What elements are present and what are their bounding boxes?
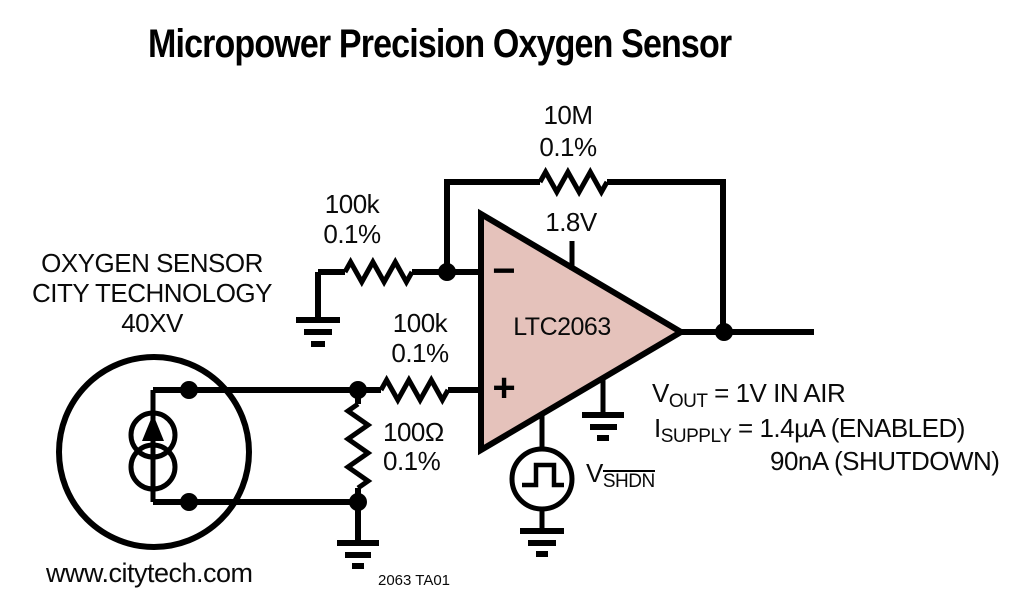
- isupply-annotation: ISUPPLY = 1.4µA (ENABLED): [654, 413, 965, 452]
- current-source-circle-top: [128, 410, 178, 460]
- website-label: www.citytech.com: [46, 558, 253, 588]
- shunt-resistor-zigzag: [343, 401, 373, 491]
- feedback-wire-right: [607, 179, 726, 332]
- figure-id: 2063 TA01: [378, 572, 451, 589]
- ground-symbol-inverting: [296, 317, 340, 347]
- isupply-prefix: I: [654, 413, 661, 443]
- resistor-tolerance: 0.1%: [383, 446, 441, 476]
- noninverting-resistor-zigzag: [378, 374, 451, 406]
- shunt-resistor-label: 100Ω 0.1%: [383, 418, 444, 476]
- resistor-tolerance: 0.1%: [539, 132, 597, 162]
- feedback-resistor-label: 10M 0.1%: [468, 99, 668, 163]
- isupply-shutdown-annotation: 90nA (SHUTDOWN): [770, 446, 1000, 476]
- junction-dot: [180, 493, 198, 511]
- vout-prefix: V: [652, 378, 669, 408]
- ground-symbol-opamp: [582, 412, 624, 441]
- junction-dot: [349, 381, 367, 399]
- inverting-resistor-label: 100k 0.1%: [272, 189, 432, 249]
- resistor-tolerance: 0.1%: [391, 338, 449, 368]
- resistor-value: 100k: [324, 189, 380, 219]
- pulse-waveform-icon: [522, 462, 564, 488]
- noninverting-resistor-label: 100k 0.1%: [340, 308, 500, 368]
- inverting-resistor-zigzag: [342, 256, 415, 288]
- shdn-label-subscript: SHDN: [602, 470, 655, 492]
- shdn-source-label: VSHDN: [586, 458, 655, 492]
- vout-value: = 1V IN AIR: [707, 378, 846, 408]
- resistor-value: 10M: [543, 100, 593, 130]
- junction-dot: [715, 323, 733, 341]
- current-source-arrow: [142, 414, 164, 441]
- resistor-value: 100k: [392, 308, 448, 338]
- vout-annotation: VOUT = 1V IN AIR: [652, 378, 846, 417]
- resistor-value: 100Ω: [383, 417, 444, 447]
- sensor-label-line3: 40XV: [121, 308, 183, 338]
- ground-symbol-shunt: [337, 540, 379, 569]
- supply-voltage-label: 1.8V: [545, 207, 597, 237]
- sensor-label-line1: OXYGEN SENSOR: [41, 248, 263, 278]
- opamp-triangle: [478, 208, 687, 456]
- junction-dot: [349, 493, 367, 511]
- shdn-label-prefix: V: [586, 458, 603, 488]
- resistor-tolerance: 0.1%: [323, 219, 381, 249]
- sensor-label-line2: CITY TECHNOLOGY: [31, 278, 273, 308]
- sensor-label: OXYGEN SENSOR CITY TECHNOLOGY 40XV: [22, 248, 282, 338]
- pulse-source-circle: [509, 446, 575, 512]
- sensor-body-circle: [56, 354, 252, 550]
- current-source-circle-bottom: [128, 442, 178, 492]
- vout-subscript: OUT: [668, 391, 708, 412]
- feedback-resistor-zigzag: [537, 166, 610, 198]
- isupply-subscript: SUPPLY: [660, 426, 732, 447]
- feedback-wire-left: [444, 179, 540, 275]
- ground-symbol-pulse: [520, 528, 564, 557]
- page-title: Micropower Precision Oxygen Sensor: [148, 22, 732, 66]
- junction-dot: [180, 381, 198, 399]
- isupply-value: = 1.4µA (ENABLED): [731, 413, 965, 443]
- inverting-input-symbol: −: [492, 249, 515, 293]
- opamp-part-number: LTC2063: [513, 313, 611, 341]
- noninverting-input-symbol: +: [492, 366, 515, 410]
- junction-dot: [438, 263, 456, 281]
